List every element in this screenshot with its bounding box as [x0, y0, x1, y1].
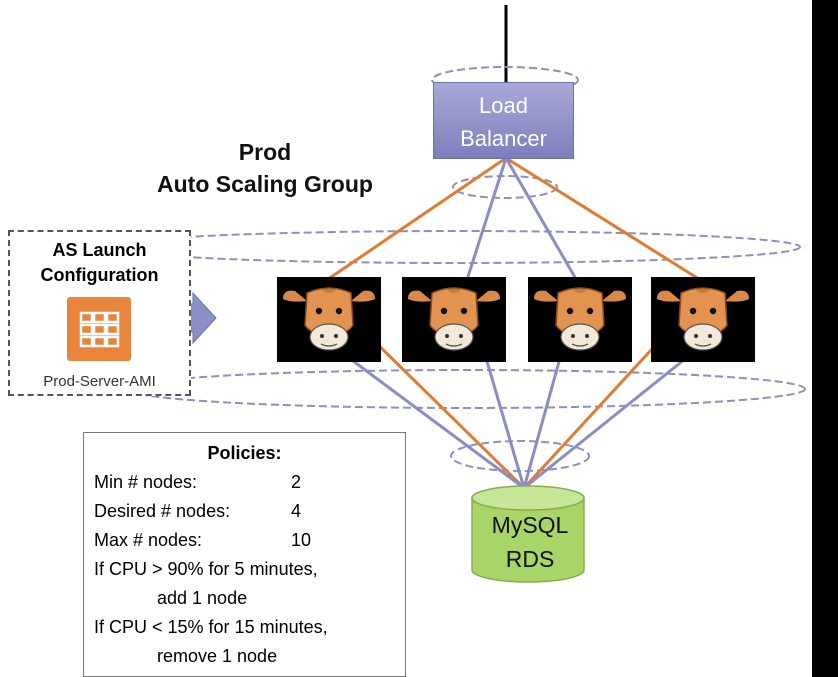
policies-heading: Policies: — [207, 443, 282, 463]
policy-label: Min # nodes: — [94, 472, 198, 492]
policy-label: Max # nodes: — [94, 530, 203, 550]
policy-rule-action: remove 1 node — [157, 646, 278, 666]
launch-configuration-box[interactable]: AS Launch Configuration Prod-Server-AMI — [8, 230, 191, 396]
ring-db — [450, 440, 590, 472]
load-balancer-node[interactable]: Load Balancer — [433, 82, 574, 159]
load-balancer-line-1: Load — [479, 93, 528, 118]
policy-value: 4 — [291, 501, 302, 521]
policies-box: Policies: Min # nodes: 2 Desired # nodes… — [83, 432, 406, 677]
policy-rule-action: add 1 node — [157, 588, 248, 608]
policy-row: Desired # nodes: 4 — [84, 497, 405, 526]
ami-label: Prod-Server-AMI — [43, 373, 156, 390]
diagram-canvas: Prod Auto Scaling Group Load Balancer AS… — [0, 0, 812, 677]
link-blue-1b — [344, 353, 525, 490]
ring-instances-bottom — [126, 369, 806, 409]
cow-icon — [534, 287, 626, 351]
instance-node-1[interactable] — [277, 277, 381, 362]
launch-config-line-2: Configuration — [40, 265, 159, 285]
policy-value: 2 — [291, 472, 302, 492]
policy-row: Max # nodes: 10 — [84, 526, 405, 555]
load-balancer-line-2: Balancer — [460, 126, 547, 151]
title-line-2: Auto Scaling Group — [157, 171, 373, 197]
server-grid-icon — [67, 297, 131, 361]
ring-instances-top — [109, 230, 801, 264]
policy-rule-condition: If CPU > 90% for 5 minutes, — [94, 559, 318, 579]
instance-node-3[interactable] — [528, 277, 632, 362]
instance-node-4[interactable] — [651, 277, 755, 362]
instance-node-2[interactable] — [402, 277, 506, 362]
database-label: MySQL RDS — [470, 508, 590, 576]
policy-label: Desired # nodes: — [94, 501, 231, 521]
title-line-1: Prod — [238, 139, 292, 165]
launch-config-heading: AS Launch Configuration — [10, 238, 189, 288]
policy-rule-condition: If CPU < 15% for 15 minutes, — [94, 617, 328, 637]
cow-icon — [408, 287, 500, 351]
cow-icon — [657, 287, 749, 351]
policy-value: 10 — [291, 530, 312, 550]
group-title: Prod Auto Scaling Group — [120, 136, 410, 200]
database-cylinder — [471, 485, 585, 583]
ring-upper — [452, 175, 558, 199]
policy-row: Min # nodes: 2 — [84, 468, 405, 497]
database-line-2: RDS — [505, 546, 555, 572]
link-blue-4b — [523, 353, 691, 490]
database-line-1: MySQL — [491, 512, 569, 538]
cow-icon — [283, 287, 375, 351]
launch-config-line-1: AS Launch — [52, 240, 147, 260]
